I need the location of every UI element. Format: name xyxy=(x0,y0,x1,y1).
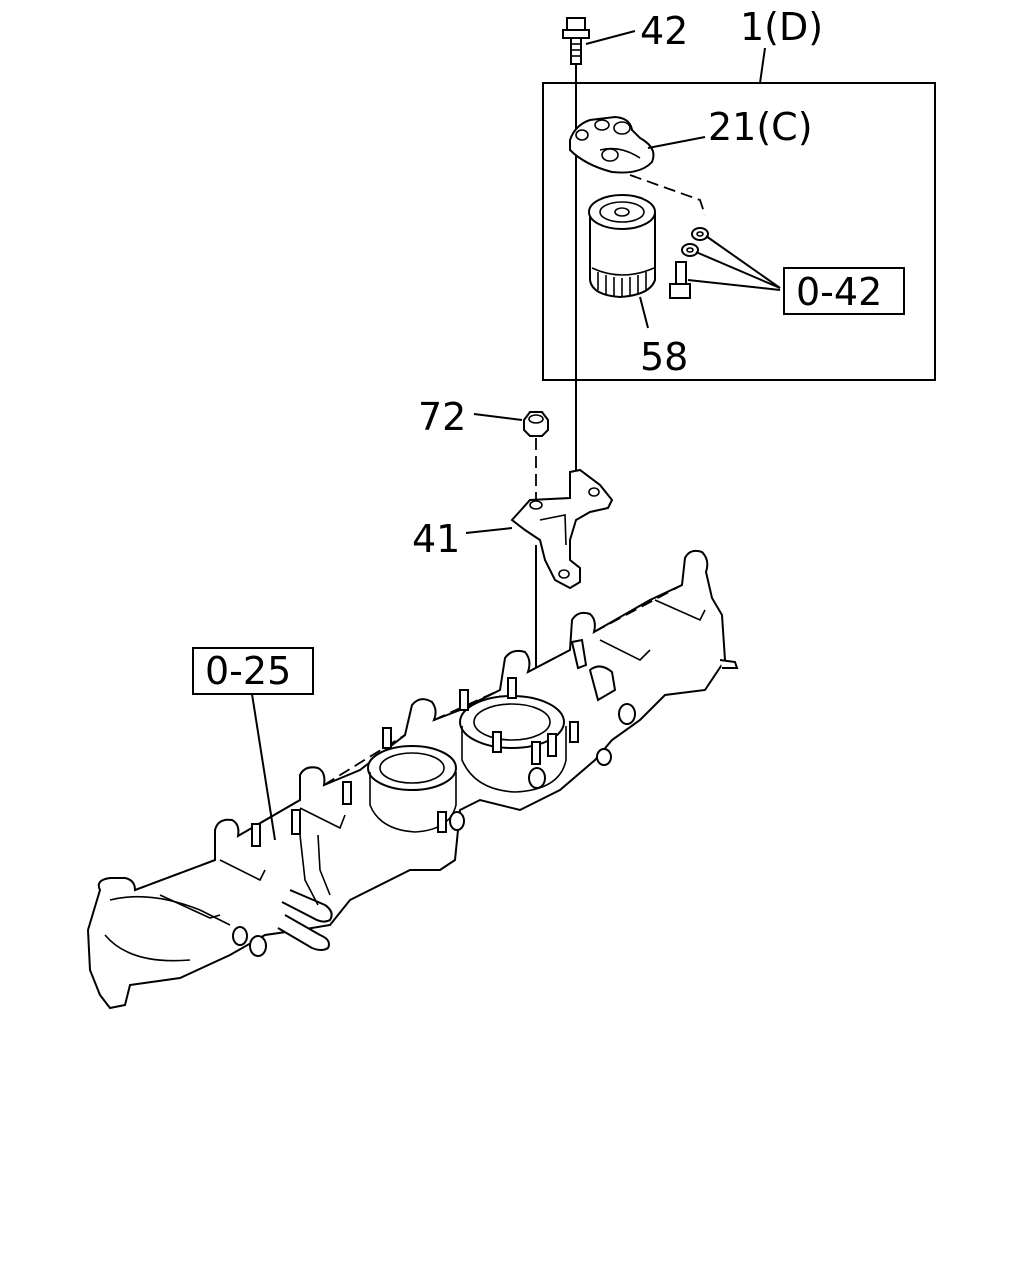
ref-filter-fasteners: 0-42 xyxy=(796,270,882,314)
manifold-studs xyxy=(251,677,579,847)
leader-cartridge xyxy=(639,296,649,329)
manifold-part xyxy=(86,549,739,1010)
callout-bolt: 42 xyxy=(640,9,688,53)
nut-part xyxy=(523,411,549,437)
leader-nut xyxy=(473,413,523,421)
leader-manifold xyxy=(251,693,276,841)
leader-assembly xyxy=(759,47,766,84)
ref-manifold: 0-25 xyxy=(205,649,291,693)
callout-nut: 72 xyxy=(418,395,466,439)
dash-head-to-washers xyxy=(629,174,706,216)
bracket-part xyxy=(510,468,614,590)
leader-bolt xyxy=(585,30,636,45)
leader-filter-head xyxy=(647,136,706,149)
bolt-part xyxy=(562,17,590,65)
leader-washer-3 xyxy=(687,279,781,291)
leader-bracket xyxy=(465,527,513,534)
assembly-box xyxy=(542,82,936,381)
callout-cartridge: 58 xyxy=(640,335,688,379)
ref-box-filter-fasteners xyxy=(783,267,905,315)
filter-head-part xyxy=(569,115,655,174)
filter-cartridge-part xyxy=(588,194,656,299)
leader-washer-2 xyxy=(695,251,781,289)
leader-washer-1 xyxy=(705,235,781,289)
callout-assembly: 1(D) xyxy=(740,5,823,49)
callout-bracket: 41 xyxy=(412,517,460,561)
washers-part xyxy=(669,227,709,299)
callout-filter-head: 21(C) xyxy=(708,105,813,149)
